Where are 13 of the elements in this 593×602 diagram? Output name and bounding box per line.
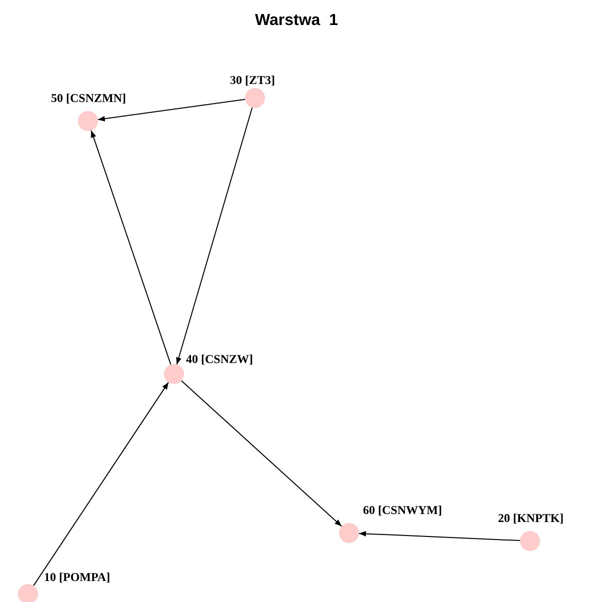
- chart-title: Warstwa 1: [254, 12, 339, 30]
- arrow: [97, 98, 246, 122]
- node-label: 40 [CSNZW]: [186, 352, 254, 366]
- node-label: 30 [ZT3]: [230, 73, 275, 87]
- node-label: 50 [CSNZMN]: [51, 91, 126, 105]
- arrow: [180, 380, 342, 527]
- arrow: [176, 107, 253, 365]
- arrow: [90, 130, 172, 366]
- node-label: 60 [CSNWYM]: [363, 503, 442, 517]
- arrow: [33, 382, 169, 586]
- node-label: 10 [POMPA]: [44, 570, 110, 584]
- node-label: 20 [KNPTK]: [498, 511, 564, 525]
- arrow: [358, 530, 520, 542]
